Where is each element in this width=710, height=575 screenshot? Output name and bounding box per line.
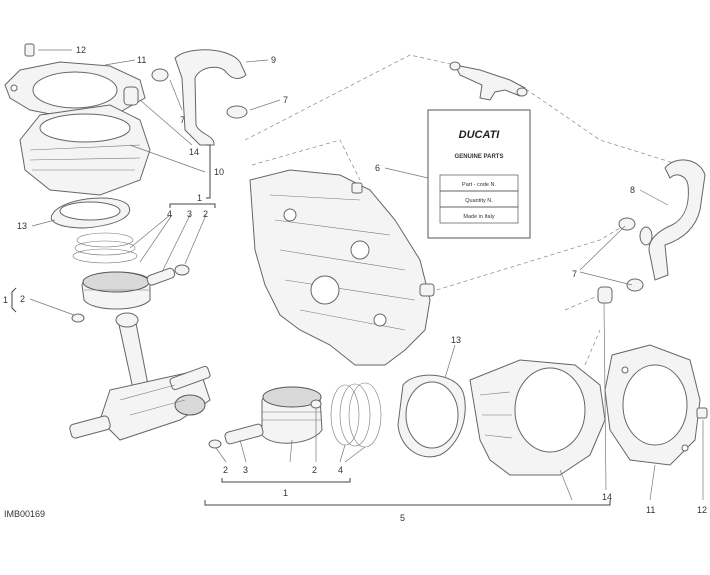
- o-ring-set-upper: [123, 68, 248, 119]
- diagram-code: IMB00169: [4, 509, 46, 519]
- callout-5: 5: [400, 513, 405, 523]
- callout-2-upper: 2: [203, 209, 208, 219]
- base-gasket-bottom: [397, 374, 466, 458]
- crankcase-cover: [249, 169, 435, 366]
- callout-1-left: 1: [3, 295, 8, 305]
- callout-6: 6: [375, 163, 380, 173]
- bracket-10: [206, 144, 211, 199]
- callout-14-top: 14: [189, 147, 199, 157]
- head-gasket-bottom: [604, 344, 708, 466]
- base-gasket-left: [50, 197, 131, 229]
- piston-bottom: [208, 386, 323, 449]
- piston-rings-left: [72, 232, 138, 264]
- callout-9: 9: [271, 55, 276, 65]
- callout-4-upper: 4: [167, 209, 172, 219]
- callout-7-b: 7: [283, 95, 288, 105]
- dashed-connection-lines: [244, 54, 681, 366]
- bracket-1-lower: [221, 478, 351, 483]
- callout-1-lower: 1: [283, 488, 288, 498]
- coolant-hose-right: [597, 159, 706, 304]
- callout-3-upper: 3: [187, 209, 192, 219]
- label-row-origin: Made in Italy: [463, 214, 494, 220]
- crankshaft: [69, 365, 211, 441]
- brackets: [11, 144, 611, 506]
- callout-7-a: 7: [180, 115, 185, 125]
- callout-12-lower: 12: [697, 505, 707, 515]
- callout-8: 8: [630, 185, 635, 195]
- dowel-pin-top: [24, 43, 35, 57]
- circlip-left: [71, 313, 85, 323]
- callout-numbers: 12 11 9 7 7 14 10 1 13 4 3 2 1 2 6 8 7 1…: [3, 45, 707, 523]
- genuine-parts-label: DUCATI GENUINE PARTS Part - code N. Quan…: [427, 109, 531, 239]
- piston-rings-bottom: [330, 382, 382, 448]
- leader-lines: [29, 49, 704, 501]
- callout-2-lower-b: 2: [312, 465, 317, 475]
- callout-12-top: 12: [76, 45, 86, 55]
- callout-11-lower: 11: [646, 505, 655, 515]
- callout-10: 10: [214, 167, 224, 177]
- label-row-quantity: Quantity N.: [465, 198, 493, 204]
- bracket-1-left: [11, 287, 17, 313]
- callout-4-lower: 4: [338, 465, 343, 475]
- cylinder-bottom: [469, 359, 606, 476]
- callout-7-c: 7: [572, 269, 577, 279]
- callout-13-lower: 13: [451, 335, 461, 345]
- connecting-rod: [115, 312, 151, 399]
- bracket-5: [204, 500, 611, 506]
- callout-14-lower: 14: [602, 492, 612, 502]
- callout-2-left: 2: [20, 294, 25, 304]
- label-heading: GENUINE PARTS: [455, 154, 504, 160]
- callout-13-left: 13: [17, 221, 27, 231]
- bracket-1-upper: [169, 203, 216, 208]
- callout-11-top: 11: [137, 55, 146, 65]
- cylinder-top: [19, 104, 151, 196]
- callout-2-lower-a: 2: [223, 465, 228, 475]
- coolant-hose-upper: [174, 49, 247, 146]
- piston-left: [81, 264, 190, 310]
- label-row-part-code: Part - code N.: [462, 182, 496, 188]
- callout-1-upper: 1: [197, 193, 202, 203]
- callout-3-lower: 3: [243, 465, 248, 475]
- coolant-t-fitting: [449, 61, 528, 101]
- label-brand: DUCATI: [459, 129, 501, 141]
